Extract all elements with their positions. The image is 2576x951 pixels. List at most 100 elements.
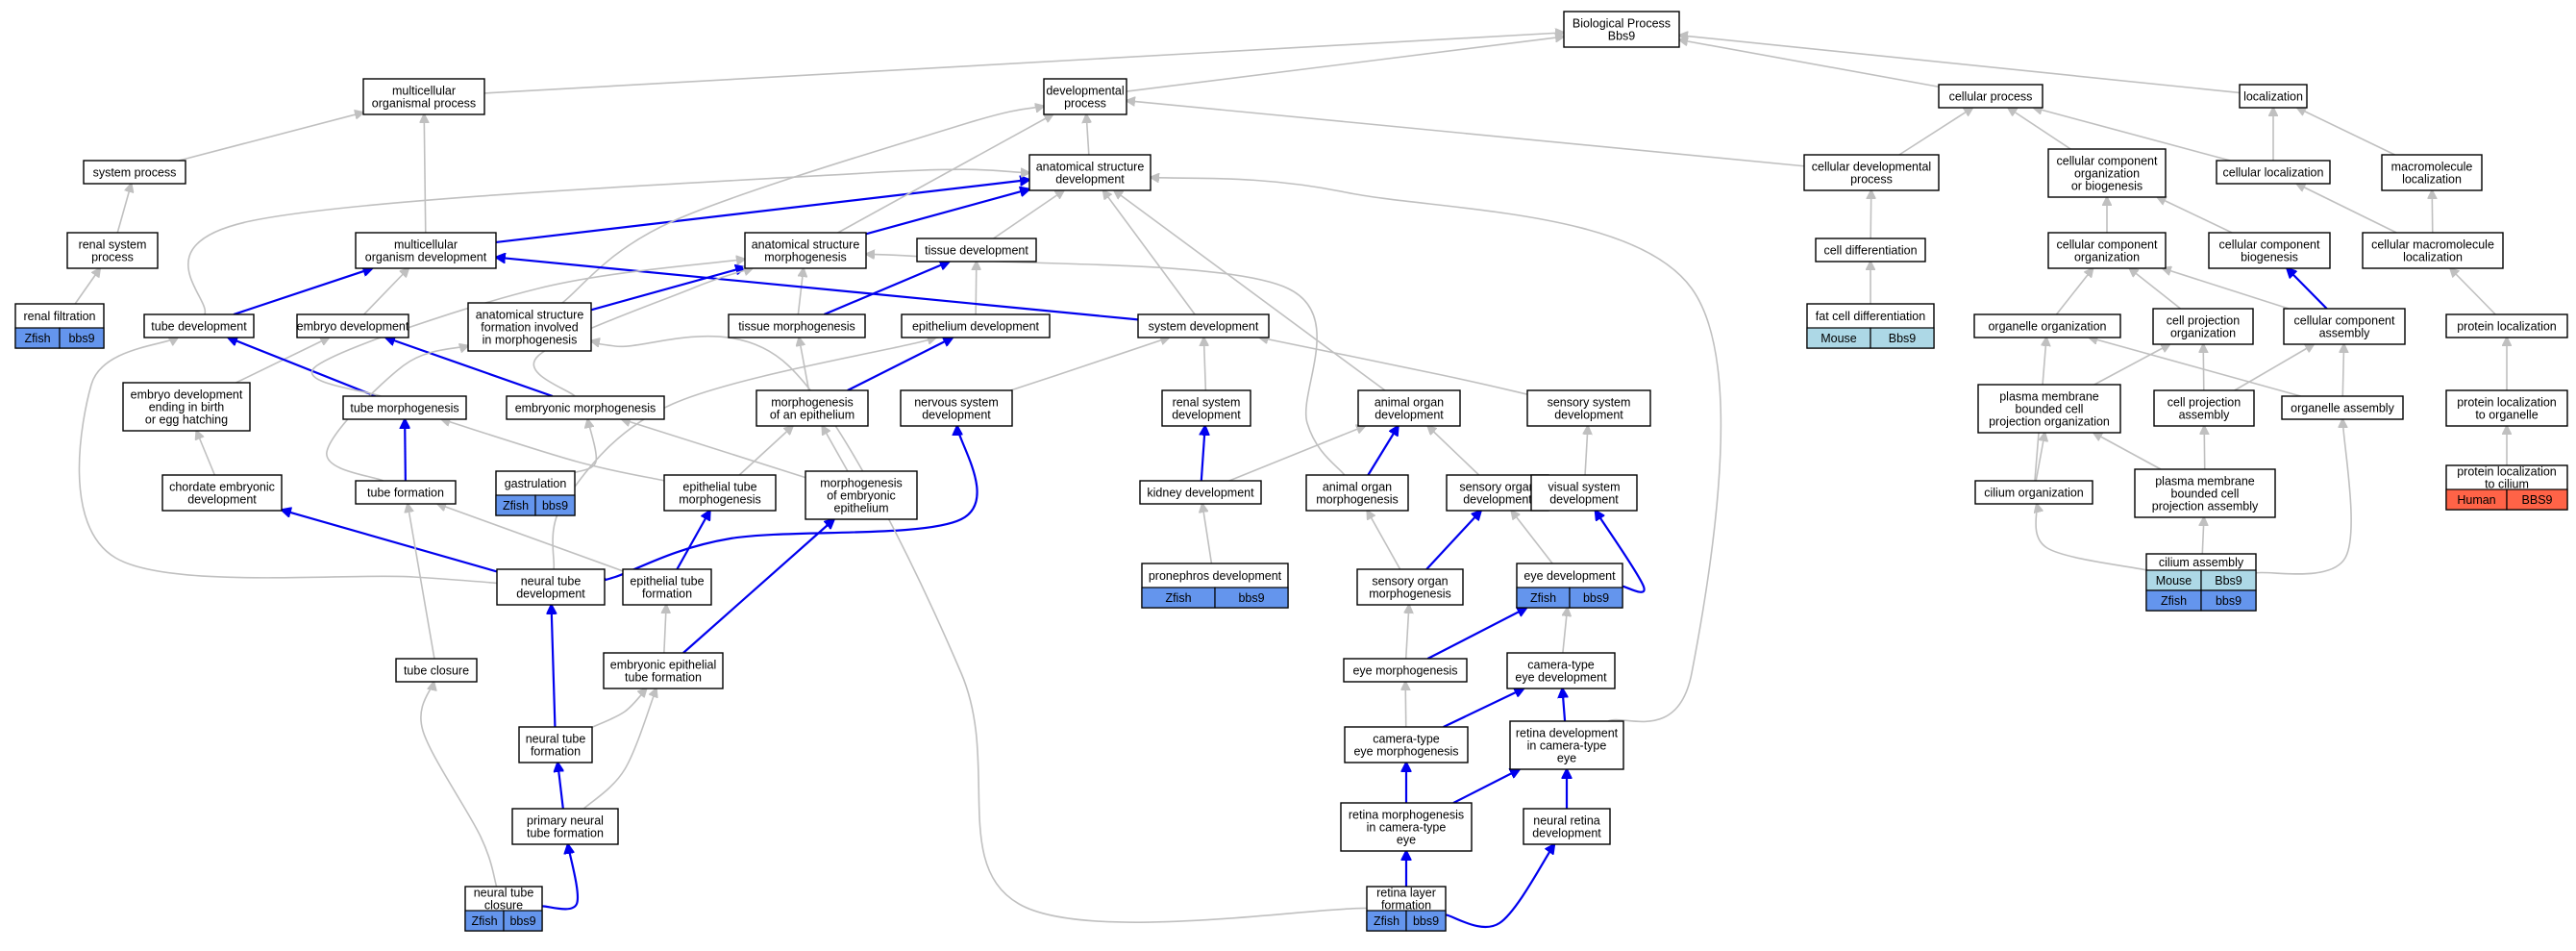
go-term-box[interactable] — [296, 313, 409, 338]
go-term-box[interactable] — [1563, 11, 1680, 48]
go-term-node[interactable]: eye morphogenesis — [1343, 658, 1468, 683]
go-term-box[interactable] — [1509, 720, 1624, 770]
go-term-box[interactable] — [1803, 154, 1940, 191]
go-term-box[interactable] — [161, 474, 283, 512]
go-term-box[interactable] — [1506, 652, 1616, 689]
go-term-node[interactable]: cell differentiation — [1815, 238, 1926, 263]
go-term-box[interactable] — [1340, 802, 1473, 852]
go-term-box[interactable] — [1356, 568, 1464, 606]
go-term-box[interactable] — [1526, 389, 1651, 427]
go-term-box[interactable] — [1974, 480, 2093, 505]
go-term-box[interactable] — [355, 480, 457, 505]
go-term-box[interactable] — [2208, 232, 2331, 269]
go-term-node[interactable]: cellular process — [1938, 84, 2043, 109]
go-term-box[interactable] — [1530, 474, 1638, 512]
go-term-box[interactable] — [728, 313, 866, 338]
go-term-box[interactable] — [2047, 232, 2167, 269]
go-term-box[interactable] — [395, 658, 478, 683]
go-term-box[interactable] — [2152, 308, 2254, 345]
go-term-node[interactable]: embryonic morphogenesis — [506, 395, 665, 420]
go-term-box[interactable] — [603, 652, 724, 689]
go-term-node[interactable]: tube closure — [395, 658, 478, 683]
go-term-box[interactable] — [900, 389, 1013, 427]
go-term-node[interactable]: kidney development — [1139, 480, 1262, 505]
go-term-box[interactable] — [1977, 384, 2121, 434]
go-term-box[interactable] — [2362, 232, 2504, 269]
go-term-node[interactable]: system development — [1137, 313, 1270, 338]
go-term-box[interactable] — [2281, 395, 2404, 420]
go-term-box[interactable] — [1028, 154, 1152, 191]
go-term-box[interactable] — [143, 313, 255, 338]
go-term-box[interactable] — [744, 232, 867, 269]
go-term-box[interactable] — [2047, 148, 2167, 198]
go-term-box[interactable] — [663, 474, 777, 512]
go-term-node[interactable]: organelle organization — [1973, 313, 2121, 338]
go-term-box[interactable] — [622, 568, 712, 606]
go-term-box[interactable] — [2239, 84, 2308, 109]
go-term-box[interactable] — [2445, 313, 2568, 338]
go-term-node[interactable]: system process — [83, 160, 186, 185]
go-term-box[interactable] — [518, 726, 593, 763]
go-term-node[interactable]: tube morphogenesis — [342, 395, 467, 420]
go-term-box[interactable] — [1973, 313, 2121, 338]
go-term-node[interactable]: localization — [2239, 84, 2308, 109]
go-term-box[interactable] — [916, 238, 1037, 263]
go-term-box[interactable] — [1043, 78, 1127, 115]
go-term-node[interactable]: epithelium development — [901, 313, 1051, 338]
go-term-box[interactable] — [1815, 238, 1926, 263]
go-term-box[interactable] — [2445, 389, 2568, 427]
go-term-box[interactable] — [1938, 84, 2043, 109]
go-term-box[interactable] — [362, 78, 485, 115]
go-term-node[interactable]: organelle assembly — [2281, 395, 2404, 420]
go-term-node[interactable]: tube development — [143, 313, 255, 338]
go-term-node[interactable]: protein localization — [2445, 313, 2568, 338]
go-term-box[interactable] — [122, 382, 251, 432]
go-term-box[interactable] — [1357, 389, 1461, 427]
go-term-box[interactable] — [901, 313, 1051, 338]
go-term-box[interactable] — [496, 568, 606, 606]
go-term-box[interactable] — [355, 232, 497, 269]
go-term-node[interactable]: embryo development — [296, 313, 409, 338]
go-term-box[interactable] — [1343, 658, 1468, 683]
go-term-node[interactable]: tube formation — [355, 480, 457, 505]
go-term-box[interactable] — [1161, 389, 1251, 427]
